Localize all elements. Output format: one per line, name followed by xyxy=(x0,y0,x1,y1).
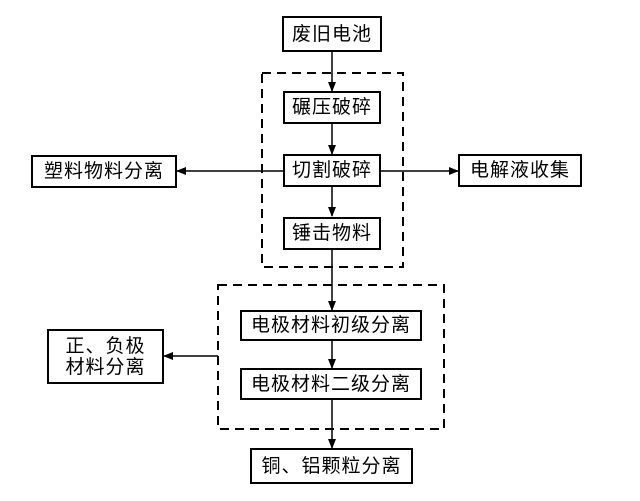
node-hammer: 锤击物料 xyxy=(283,217,381,250)
node-pos-neg: 正、负极 材料分离 xyxy=(47,329,164,384)
node-electrolyte: 电解液收集 xyxy=(458,154,582,187)
electrode-stage-frame xyxy=(217,284,445,430)
node-waste-battery: 废旧电池 xyxy=(282,16,382,52)
node-pos-neg-line1: 正、负极 xyxy=(65,334,146,357)
node-crush: 碾压破碎 xyxy=(283,91,381,124)
node-plastic: 塑料物料分离 xyxy=(31,155,177,188)
node-cut: 切割破碎 xyxy=(283,154,381,187)
node-copper-al: 铜、铝颗粒分离 xyxy=(250,448,413,484)
node-electrode-secondary: 电极材料二级分离 xyxy=(240,368,422,400)
node-pos-neg-line2: 材料分离 xyxy=(65,355,146,378)
node-electrode-primary: 电极材料初级分离 xyxy=(240,310,422,341)
